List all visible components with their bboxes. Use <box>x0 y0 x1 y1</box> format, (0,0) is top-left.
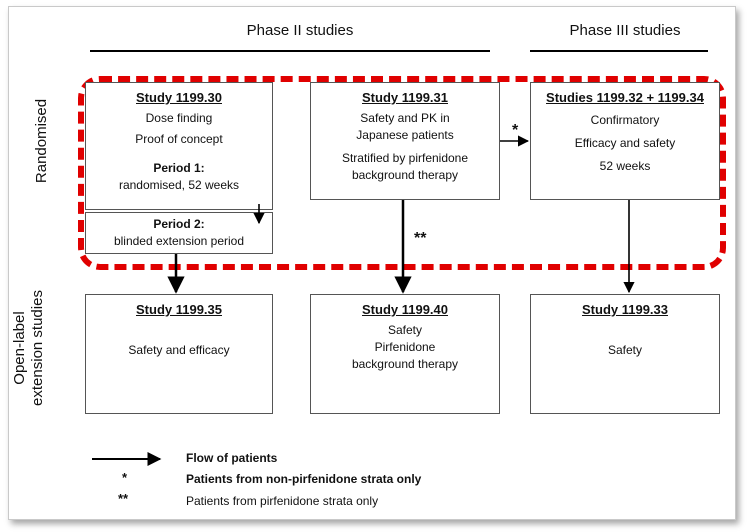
legend-double-text: Patients from pirfenidone strata only <box>186 494 379 508</box>
legend-flow-text: Flow of patients <box>186 451 278 465</box>
study-1199-40-box: Study 1199.40 Safety Pirfenidone backgro… <box>310 294 500 414</box>
phase2-rule <box>90 50 490 52</box>
study-1199-40-title: Study 1199.40 <box>362 302 448 317</box>
phase3-header: Phase III studies <box>569 22 681 39</box>
study-1199-40-line2: Pirfenidone <box>374 340 436 354</box>
period1-title: Period 1: <box>153 161 205 175</box>
study-1199-30-line2: Proof of concept <box>135 132 223 146</box>
study-1199-31-box: Study 1199.31 Safety and PK in Japanese … <box>310 82 500 200</box>
period2-text: blinded extension period <box>113 234 245 248</box>
study-1199-30-title: Study 1199.30 <box>136 90 222 105</box>
study-1199-31-line1: Safety and PK in <box>360 111 450 125</box>
period2-box: Period 2: blinded extension period <box>85 212 273 254</box>
study-1199-30-line1: Dose finding <box>145 111 213 125</box>
studies-1199-32-34-line2: Efficacy and safety <box>574 136 676 150</box>
legend-double-symbol: ** <box>118 491 129 506</box>
study-1199-31-title: Study 1199.31 <box>362 90 448 105</box>
studies-1199-32-34-box: Studies 1199.32 + 1199.34 Confirmatory E… <box>530 82 720 200</box>
study-1199-31-line2: Japanese patients <box>356 128 454 142</box>
studies-1199-32-34-line3: 52 weeks <box>599 159 651 173</box>
phase2-header: Phase II studies <box>246 22 354 39</box>
study-1199-33-box: Study 1199.33 Safety <box>530 294 720 414</box>
study-1199-40-line3: background therapy <box>351 357 459 371</box>
legend-single-text: Patients from non-pirfenidone strata onl… <box>186 472 422 486</box>
studies-1199-32-34-title: Studies 1199.32 + 1199.34 <box>546 90 704 105</box>
legend-single-symbol: * <box>122 470 128 485</box>
study-1199-31-line3: Stratified by pirfenidone <box>341 151 469 165</box>
study-1199-35-box: Study 1199.35 Safety and efficacy <box>85 294 273 414</box>
single-asterisk-mark: * <box>512 122 519 139</box>
studies-1199-32-34-line1: Confirmatory <box>590 113 660 127</box>
study-1199-33-line1: Safety <box>607 343 643 357</box>
study-1199-40-line1: Safety <box>387 323 423 337</box>
study-1199-35-line1: Safety and efficacy <box>128 343 230 357</box>
period1-text: randomised, 52 weeks <box>118 178 240 192</box>
study-1199-35-title: Study 1199.35 <box>136 302 222 317</box>
study-1199-30-box: Study 1199.30 Dose finding Proof of conc… <box>85 82 273 210</box>
study-1199-33-title: Study 1199.33 <box>582 302 668 317</box>
double-asterisk-mark: ** <box>414 230 427 247</box>
period2-title: Period 2: <box>153 217 205 231</box>
study-1199-31-line4: background therapy <box>351 168 459 182</box>
phase3-rule <box>530 50 708 52</box>
